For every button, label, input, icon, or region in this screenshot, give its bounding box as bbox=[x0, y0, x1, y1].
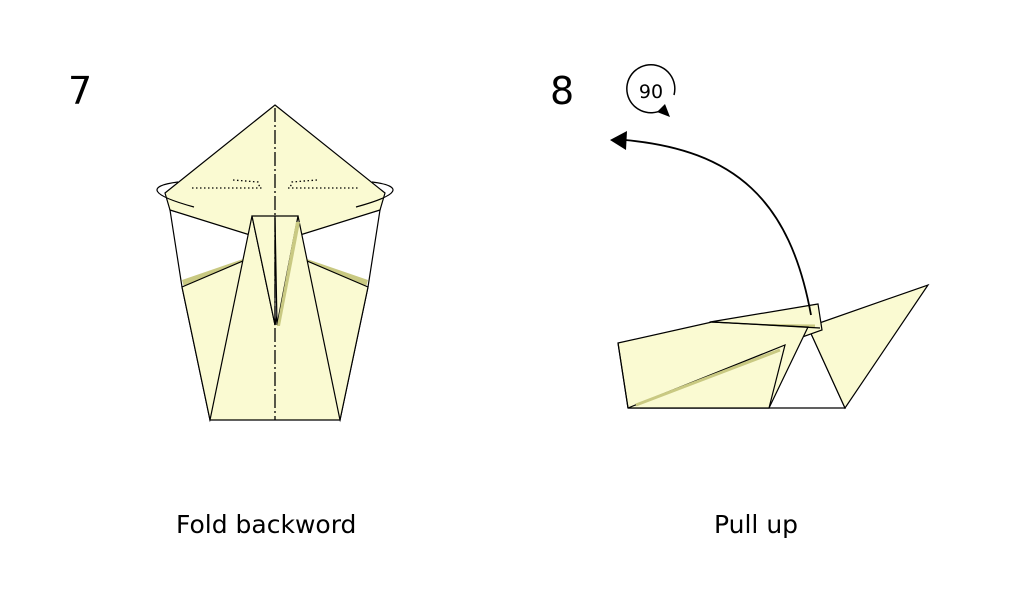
head-triangle bbox=[807, 283, 930, 410]
hidden-tab-right bbox=[289, 179, 318, 189]
step-7-caption: Fold backword bbox=[176, 510, 357, 539]
step-number-7: 7 bbox=[68, 69, 93, 113]
step-8-figure: 90 bbox=[610, 64, 930, 410]
upper-crease bbox=[711, 321, 821, 329]
pull-up-arrowhead bbox=[610, 131, 627, 150]
rotation-arrowhead bbox=[657, 104, 670, 117]
body-crease bbox=[617, 342, 629, 409]
step-number-8: 8 bbox=[550, 69, 575, 113]
rotation-circle bbox=[626, 64, 676, 114]
lower-flap-shade bbox=[635, 348, 781, 407]
fold-behind-arrow-left bbox=[156, 181, 195, 208]
step-8-caption: Pull up bbox=[714, 510, 799, 539]
center-flap-shade bbox=[277, 222, 300, 326]
step-7-figure bbox=[156, 104, 394, 423]
rotation-label: 90 bbox=[639, 81, 663, 103]
fold-behind-arrow-right bbox=[355, 181, 394, 208]
pull-up-arrow bbox=[624, 139, 812, 316]
hidden-tab-left bbox=[232, 179, 261, 189]
